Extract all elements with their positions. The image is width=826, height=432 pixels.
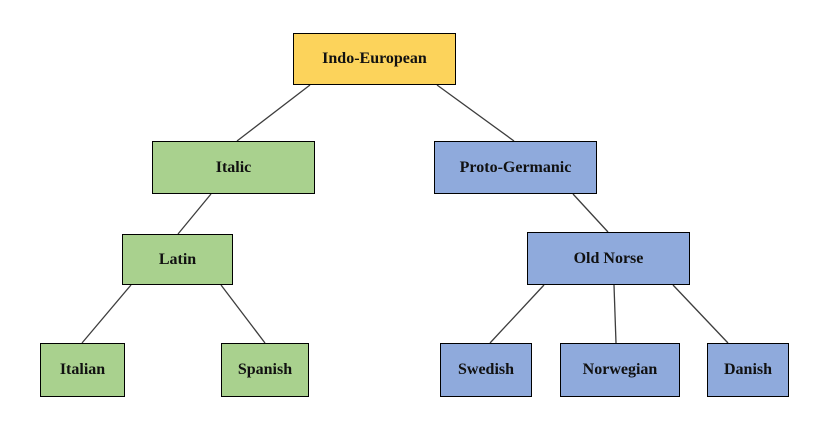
edge-latin-spanish bbox=[220, 284, 266, 344]
node-norwegian: Norwegian bbox=[560, 343, 680, 397]
edge-latin-italian bbox=[81, 284, 132, 344]
node-spanish: Spanish bbox=[221, 343, 309, 397]
node-proto-germanic: Proto-Germanic bbox=[434, 141, 597, 194]
node-latin: Latin bbox=[122, 234, 233, 285]
node-italic: Italic bbox=[152, 141, 315, 194]
node-danish: Danish bbox=[707, 343, 789, 397]
edge-italic-latin bbox=[177, 193, 212, 235]
node-italian: Italian bbox=[40, 343, 125, 397]
edge-proto-germanic-old-norse bbox=[572, 193, 609, 233]
edge-indo-european-italic bbox=[236, 84, 311, 142]
node-old-norse: Old Norse bbox=[527, 232, 690, 285]
edge-old-norse-danish bbox=[672, 284, 729, 344]
node-swedish: Swedish bbox=[440, 343, 532, 397]
edge-old-norse-swedish bbox=[489, 284, 545, 344]
edge-indo-european-proto-germanic bbox=[436, 84, 515, 142]
edge-old-norse-norwegian bbox=[613, 284, 617, 344]
node-indo-european: Indo-European bbox=[293, 33, 456, 85]
